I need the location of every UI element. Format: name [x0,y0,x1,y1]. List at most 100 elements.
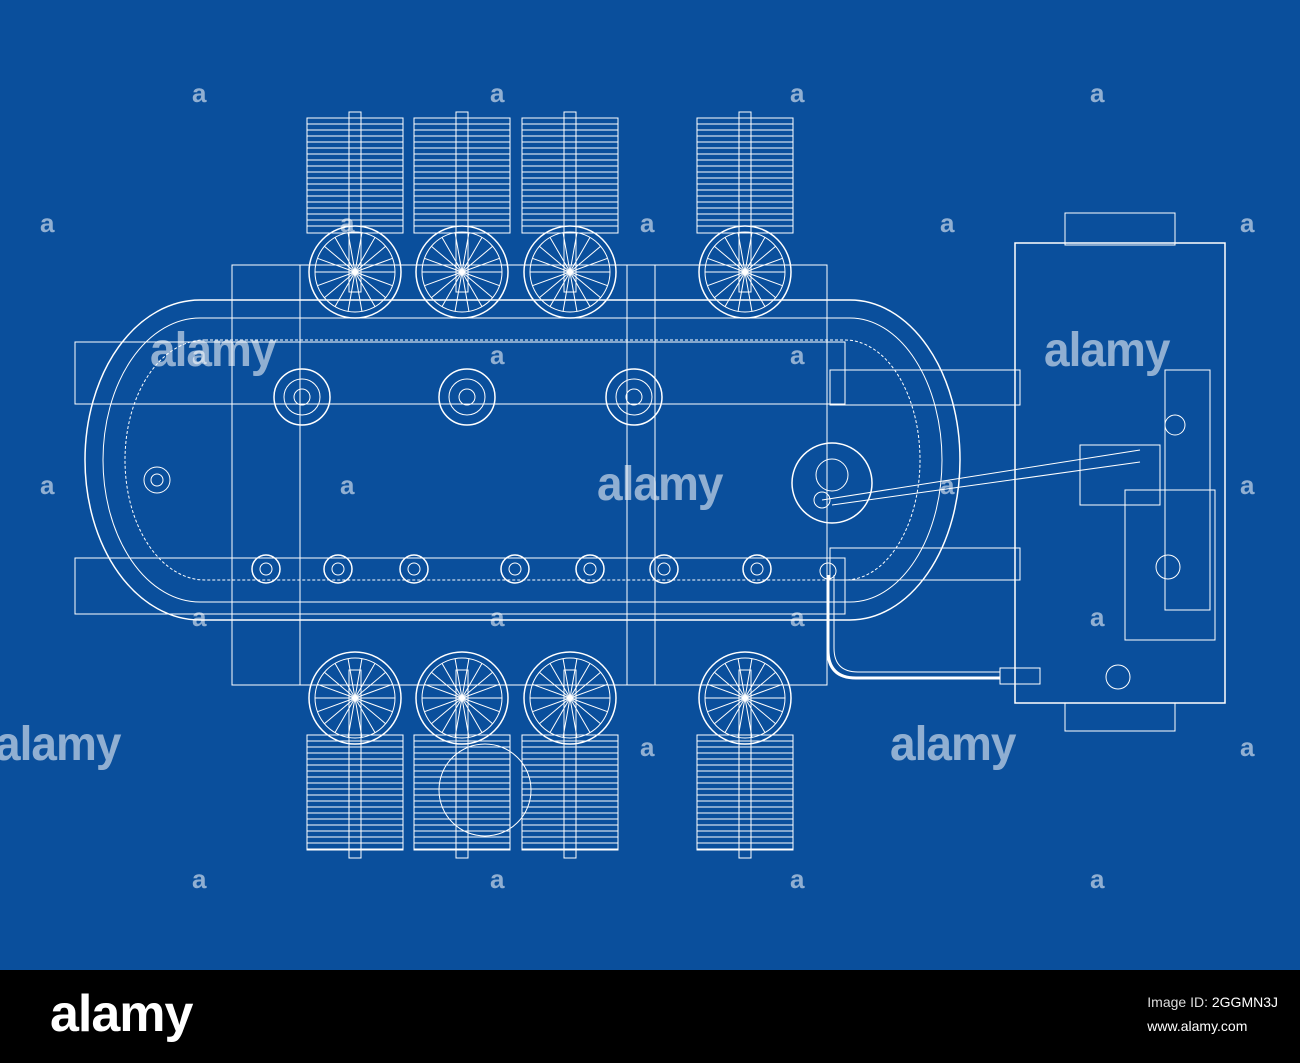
roller-spoke [317,697,356,713]
brush-shaft [563,111,577,293]
roller-spoke [424,697,463,713]
roller-spoke [569,271,578,312]
roller-spoke [707,257,746,273]
roller-spoke [744,271,783,287]
roller-spoke [562,658,571,699]
roller-spoke [461,271,500,287]
roller-icon [523,651,617,745]
roller-spoke [441,271,463,307]
pipe-fitting [819,562,837,580]
drive-crank [813,491,831,509]
conveyor-machine-drawing [74,111,1226,859]
roller-spoke [569,683,608,699]
roller-spoke [539,245,571,273]
gearbox-knob [1164,414,1186,436]
roller-icon [698,651,792,745]
drive-rod [821,449,1141,501]
roller-spoke [744,697,776,725]
brush-head-icon [696,734,794,851]
roller-icon [308,651,402,745]
roller-spoke [461,697,500,713]
site-url: www.alamy.com [1147,1018,1248,1034]
roller-spoke [354,232,363,273]
roller-spoke [744,697,753,738]
roller-spoke [744,658,753,699]
image-id-value: 2GGMN3J [1211,994,1278,1010]
small-roller [742,554,772,584]
brush-head-icon [413,734,511,851]
roller-spoke [744,232,753,273]
roller-spoke [354,697,376,733]
roller-spoke [441,237,463,273]
roller-spoke [724,697,746,733]
roller-spoke [354,658,363,699]
footer-logo: alamy [50,985,193,1043]
roller-spoke [569,663,591,699]
roller-spoke [461,257,500,273]
small-roller [399,554,429,584]
roller-spoke [569,257,608,273]
roller-spoke [354,245,386,273]
small-roller-axle [657,562,671,576]
roller-spoke [532,697,571,713]
roller-spoke [334,663,356,699]
idler-wheel [605,368,663,426]
gearbox-knob [1155,554,1181,580]
brush-head-icon [413,117,511,234]
roller-spoke [539,697,571,725]
small-roller-axle [259,562,273,576]
roller-spoke [317,683,356,699]
roller-spoke [324,271,356,299]
roller-spoke [737,271,746,312]
roller-spoke [569,232,578,273]
tension-knob [143,466,171,494]
valve-icon [1105,664,1131,690]
roller-spoke [324,245,356,273]
roller-spoke [461,663,483,699]
drive-rod [831,461,1141,506]
roller-spoke [354,271,376,307]
roller-spoke [744,697,783,713]
roller-spoke [354,697,363,738]
roller-icon [698,225,792,319]
roller-spoke [714,671,746,699]
blueprint-drawing: alamy alamy alamy alamy alamy a a a a a … [0,0,1300,970]
roller-spoke [744,683,783,699]
small-roller-axle [508,562,522,576]
roller-icon [415,651,509,745]
upper-rail [74,341,846,405]
roller-spoke [334,237,356,273]
roller-spoke [737,232,746,273]
idler-hub [615,378,653,416]
roller-spoke [744,697,766,733]
roller-spoke [441,697,463,733]
roller-spoke [324,697,356,725]
roller-spoke [461,697,470,738]
roller-spoke [707,697,746,713]
brush-shaft [563,669,577,859]
roller-spoke [334,271,356,307]
pipe-icon [826,575,1000,680]
roller-spoke [454,697,463,738]
roller-spoke [569,271,591,307]
roller-spoke [714,697,746,725]
roller-spoke [431,697,463,725]
small-roller-axle [331,562,345,576]
roller-spoke [354,271,393,287]
roller-spoke [569,271,601,299]
roller-spoke [424,271,463,287]
roller-spoke [324,671,356,699]
roller-spoke [461,671,493,699]
roller-spoke [744,671,776,699]
stock-footer: alamy Image ID: 2GGMN3J www.alamy.com [0,970,1300,1063]
motor-box-cap-bottom [1064,702,1176,732]
roller-spoke [532,271,571,287]
motor-block [1079,444,1161,506]
roller-spoke [549,663,571,699]
pipe-icon [833,575,1000,673]
roller-spoke [461,697,483,733]
idler-wheel [438,368,496,426]
roller-spoke [549,237,571,273]
roller-spoke [724,663,746,699]
